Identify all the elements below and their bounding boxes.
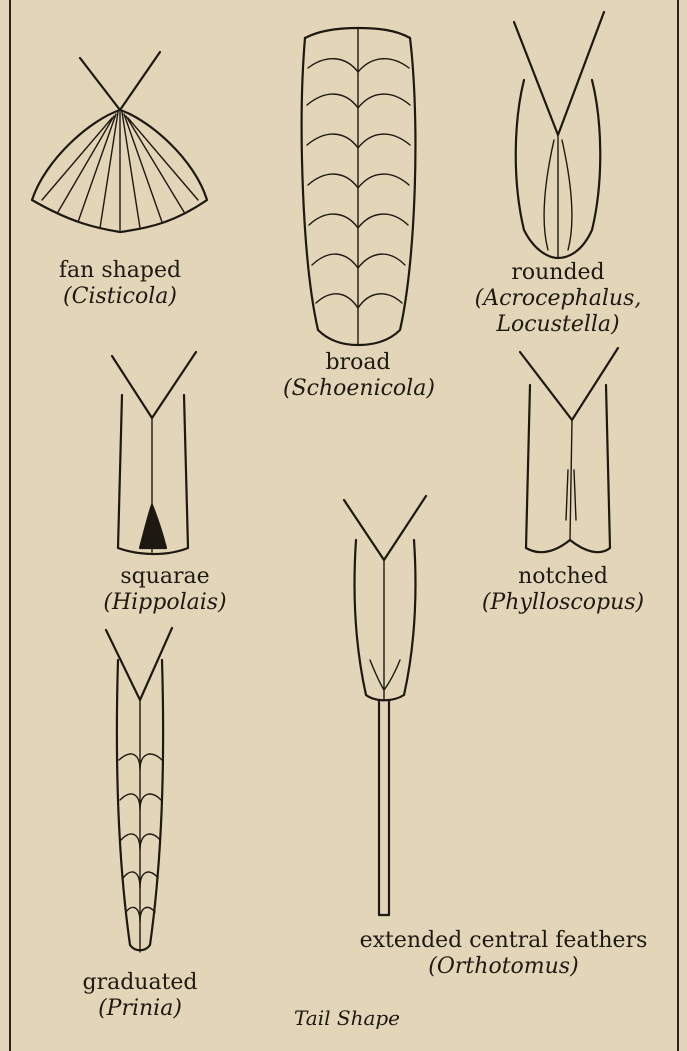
graduated-genus: (Prinia) <box>60 996 220 1022</box>
extended-name: extended central feathers <box>336 928 671 954</box>
fan-shaped-genus: (Cisticola) <box>30 284 210 310</box>
fan-shaped-label: fan shaped (Cisticola) <box>30 258 210 310</box>
broad-name: broad <box>283 350 433 376</box>
rounded-name: rounded <box>448 260 668 286</box>
square-name: squarae <box>90 564 240 590</box>
broad-label: broad (Schoenicola) <box>283 350 433 402</box>
rounded-tail-drawing <box>514 12 604 258</box>
graduated-name: graduated <box>60 970 220 996</box>
graduated-label: graduated (Prinia) <box>60 970 220 1022</box>
rounded-label: rounded (Acrocephalus, Locustella) <box>448 260 668 338</box>
rounded-genus: (Acrocephalus, <box>448 286 668 312</box>
square-genus: (Hippolais) <box>90 590 240 616</box>
notched-label: notched (Phylloscopus) <box>448 564 678 616</box>
square-tail-drawing <box>112 352 196 554</box>
extended-label: extended central feathers (Orthotomus) <box>336 928 671 980</box>
broad-tail-drawing <box>302 28 416 345</box>
square-label: squarae (Hippolais) <box>90 564 240 616</box>
figure-caption: Tail Shape <box>294 1006 400 1030</box>
notched-genus: (Phylloscopus) <box>448 590 678 616</box>
notched-tail-drawing <box>520 348 618 552</box>
fan-shaped-name: fan shaped <box>30 258 210 284</box>
notched-name: notched <box>448 564 678 590</box>
extended-tail-drawing <box>344 496 426 915</box>
graduated-tail-drawing <box>106 628 172 952</box>
extended-genus: (Orthotomus) <box>336 954 671 980</box>
rounded-genus-cont: Locustella) <box>448 312 668 338</box>
fan-shaped-tail-drawing <box>32 52 207 232</box>
broad-genus: (Schoenicola) <box>283 376 433 402</box>
